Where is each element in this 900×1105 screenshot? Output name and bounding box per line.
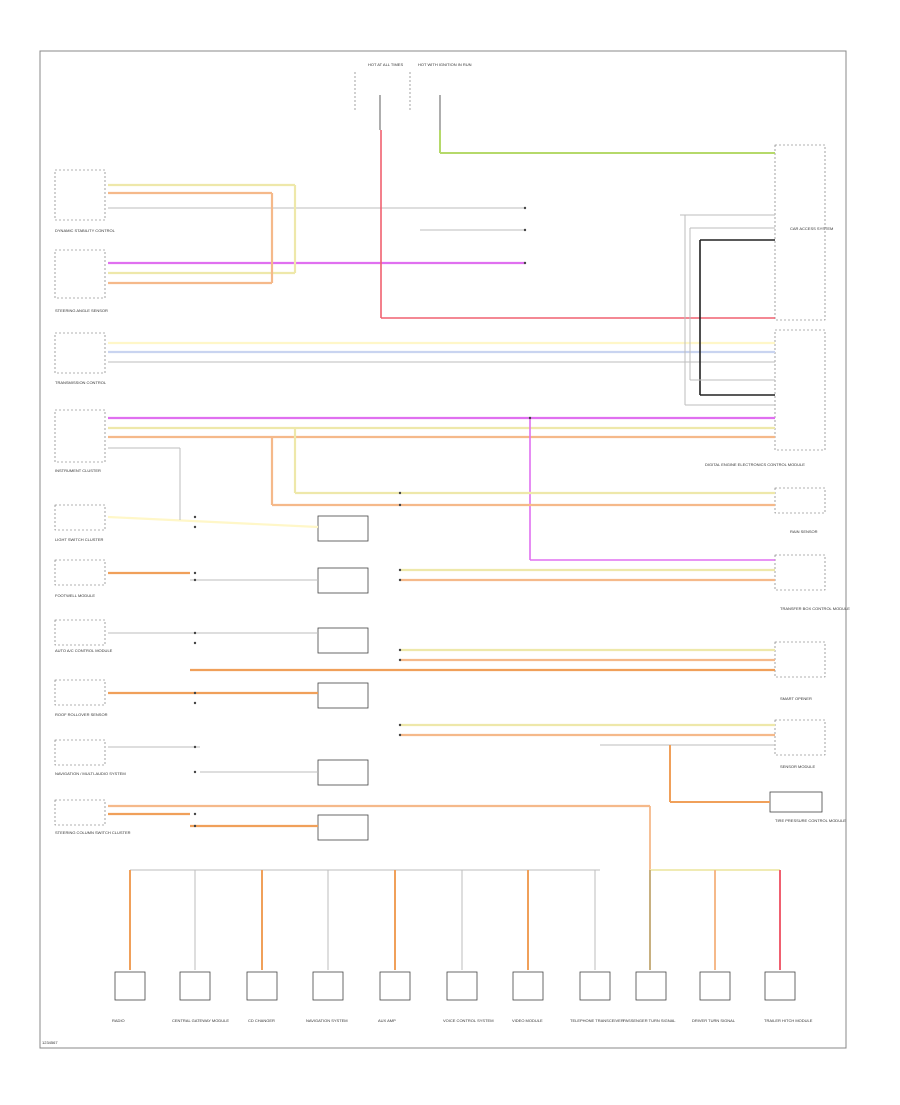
steering-angle-sensor-box [54, 249, 106, 299]
svg-text:TRAILER HITCH MODULE: TRAILER HITCH MODULE [764, 1018, 813, 1023]
middle-modules [317, 515, 369, 841]
svg-text:SMART OPENER: SMART OPENER [780, 696, 812, 701]
svg-text:PASSENGER TURN SIGNAL: PASSENGER TURN SIGNAL [623, 1018, 676, 1023]
svg-text:SENSOR MODULE: SENSOR MODULE [780, 764, 815, 769]
svg-text:HOT WITH IGNITION IN RUN: HOT WITH IGNITION IN RUN [418, 62, 472, 67]
connector-dots [193, 206, 532, 828]
svg-text:NAVIGATION / MULTI-AUDIO SYSTE: NAVIGATION / MULTI-AUDIO SYSTEM [55, 771, 126, 776]
svg-text:CAR ACCESS SYSTEM: CAR ACCESS SYSTEM [790, 226, 833, 231]
svg-text:VOICE CONTROL SYSTEM: VOICE CONTROL SYSTEM [443, 1018, 494, 1023]
svg-text:HOT AT ALL TIMES: HOT AT ALL TIMES [368, 62, 403, 67]
left-modules: LIGHT SWITCH CLUSTER FOOTWELL MODULE AUT… [54, 504, 131, 835]
svg-text:RAIN SENSOR: RAIN SENSOR [790, 529, 818, 534]
fuse-block-right: HOT WITH IGNITION IN RUN [409, 62, 472, 130]
dsc-module-label: DYNAMIC STABILITY CONTROL [55, 228, 116, 233]
svg-text:ROOF ROLLOVER SENSOR: ROOF ROLLOVER SENSOR [55, 712, 108, 717]
svg-text:AUX AMP: AUX AMP [378, 1018, 396, 1023]
bottom-drops [129, 870, 781, 970]
svg-text:DRIVER TURN SIGNAL: DRIVER TURN SIGNAL [692, 1018, 736, 1023]
diagram-frame [39, 50, 847, 1049]
svg-text:TRANSFER BOX CONTROL MODULE: TRANSFER BOX CONTROL MODULE [780, 606, 850, 611]
svg-text:TIRE PRESSURE CONTROL MODULE: TIRE PRESSURE CONTROL MODULE [775, 818, 846, 823]
svg-text:STEERING COLUMN SWITCH CLUSTER: STEERING COLUMN SWITCH CLUSTER [55, 830, 131, 835]
svg-text:CENTRAL GATEWAY MODULE: CENTRAL GATEWAY MODULE [172, 1018, 229, 1023]
bottom-modules: RADIO CENTRAL GATEWAY MODULE CD CHANGER … [112, 971, 813, 1023]
instrument-cluster-box [54, 409, 106, 463]
steering-angle-sensor-label: STEERING ANGLE SENSOR [55, 308, 108, 313]
dsc-module-box [54, 169, 106, 221]
svg-text:FOOTWELL MODULE: FOOTWELL MODULE [55, 593, 95, 598]
svg-text:VIDEO MODULE: VIDEO MODULE [512, 1018, 543, 1023]
svg-text:NAVIGATION SYSTEM: NAVIGATION SYSTEM [306, 1018, 348, 1023]
transmission-control-box [54, 332, 106, 374]
svg-text:AUTO A/C CONTROL MODULE: AUTO A/C CONTROL MODULE [55, 648, 113, 653]
svg-text:CD CHANGER: CD CHANGER [248, 1018, 275, 1023]
svg-text:DIGITAL ENGINE ELECTRONICS CON: DIGITAL ENGINE ELECTRONICS CONTROL MODUL… [705, 462, 805, 467]
svg-text:TELEPHONE TRANSCEIVER: TELEPHONE TRANSCEIVER [570, 1018, 624, 1023]
footer-code: 1234567 [42, 1040, 58, 1045]
right-modules: CAR ACCESS SYSTEM DIGITAL ENGINE ELECTRO… [705, 144, 850, 823]
transmission-control-label: TRANSMISSION CONTROL [55, 380, 107, 385]
fuse-block-left: HOT AT ALL TIMES [354, 62, 403, 130]
svg-text:RADIO: RADIO [112, 1018, 125, 1023]
instrument-cluster-label: INSTRUMENT CLUSTER [55, 468, 101, 473]
svg-text:LIGHT SWITCH CLUSTER: LIGHT SWITCH CLUSTER [55, 537, 103, 542]
